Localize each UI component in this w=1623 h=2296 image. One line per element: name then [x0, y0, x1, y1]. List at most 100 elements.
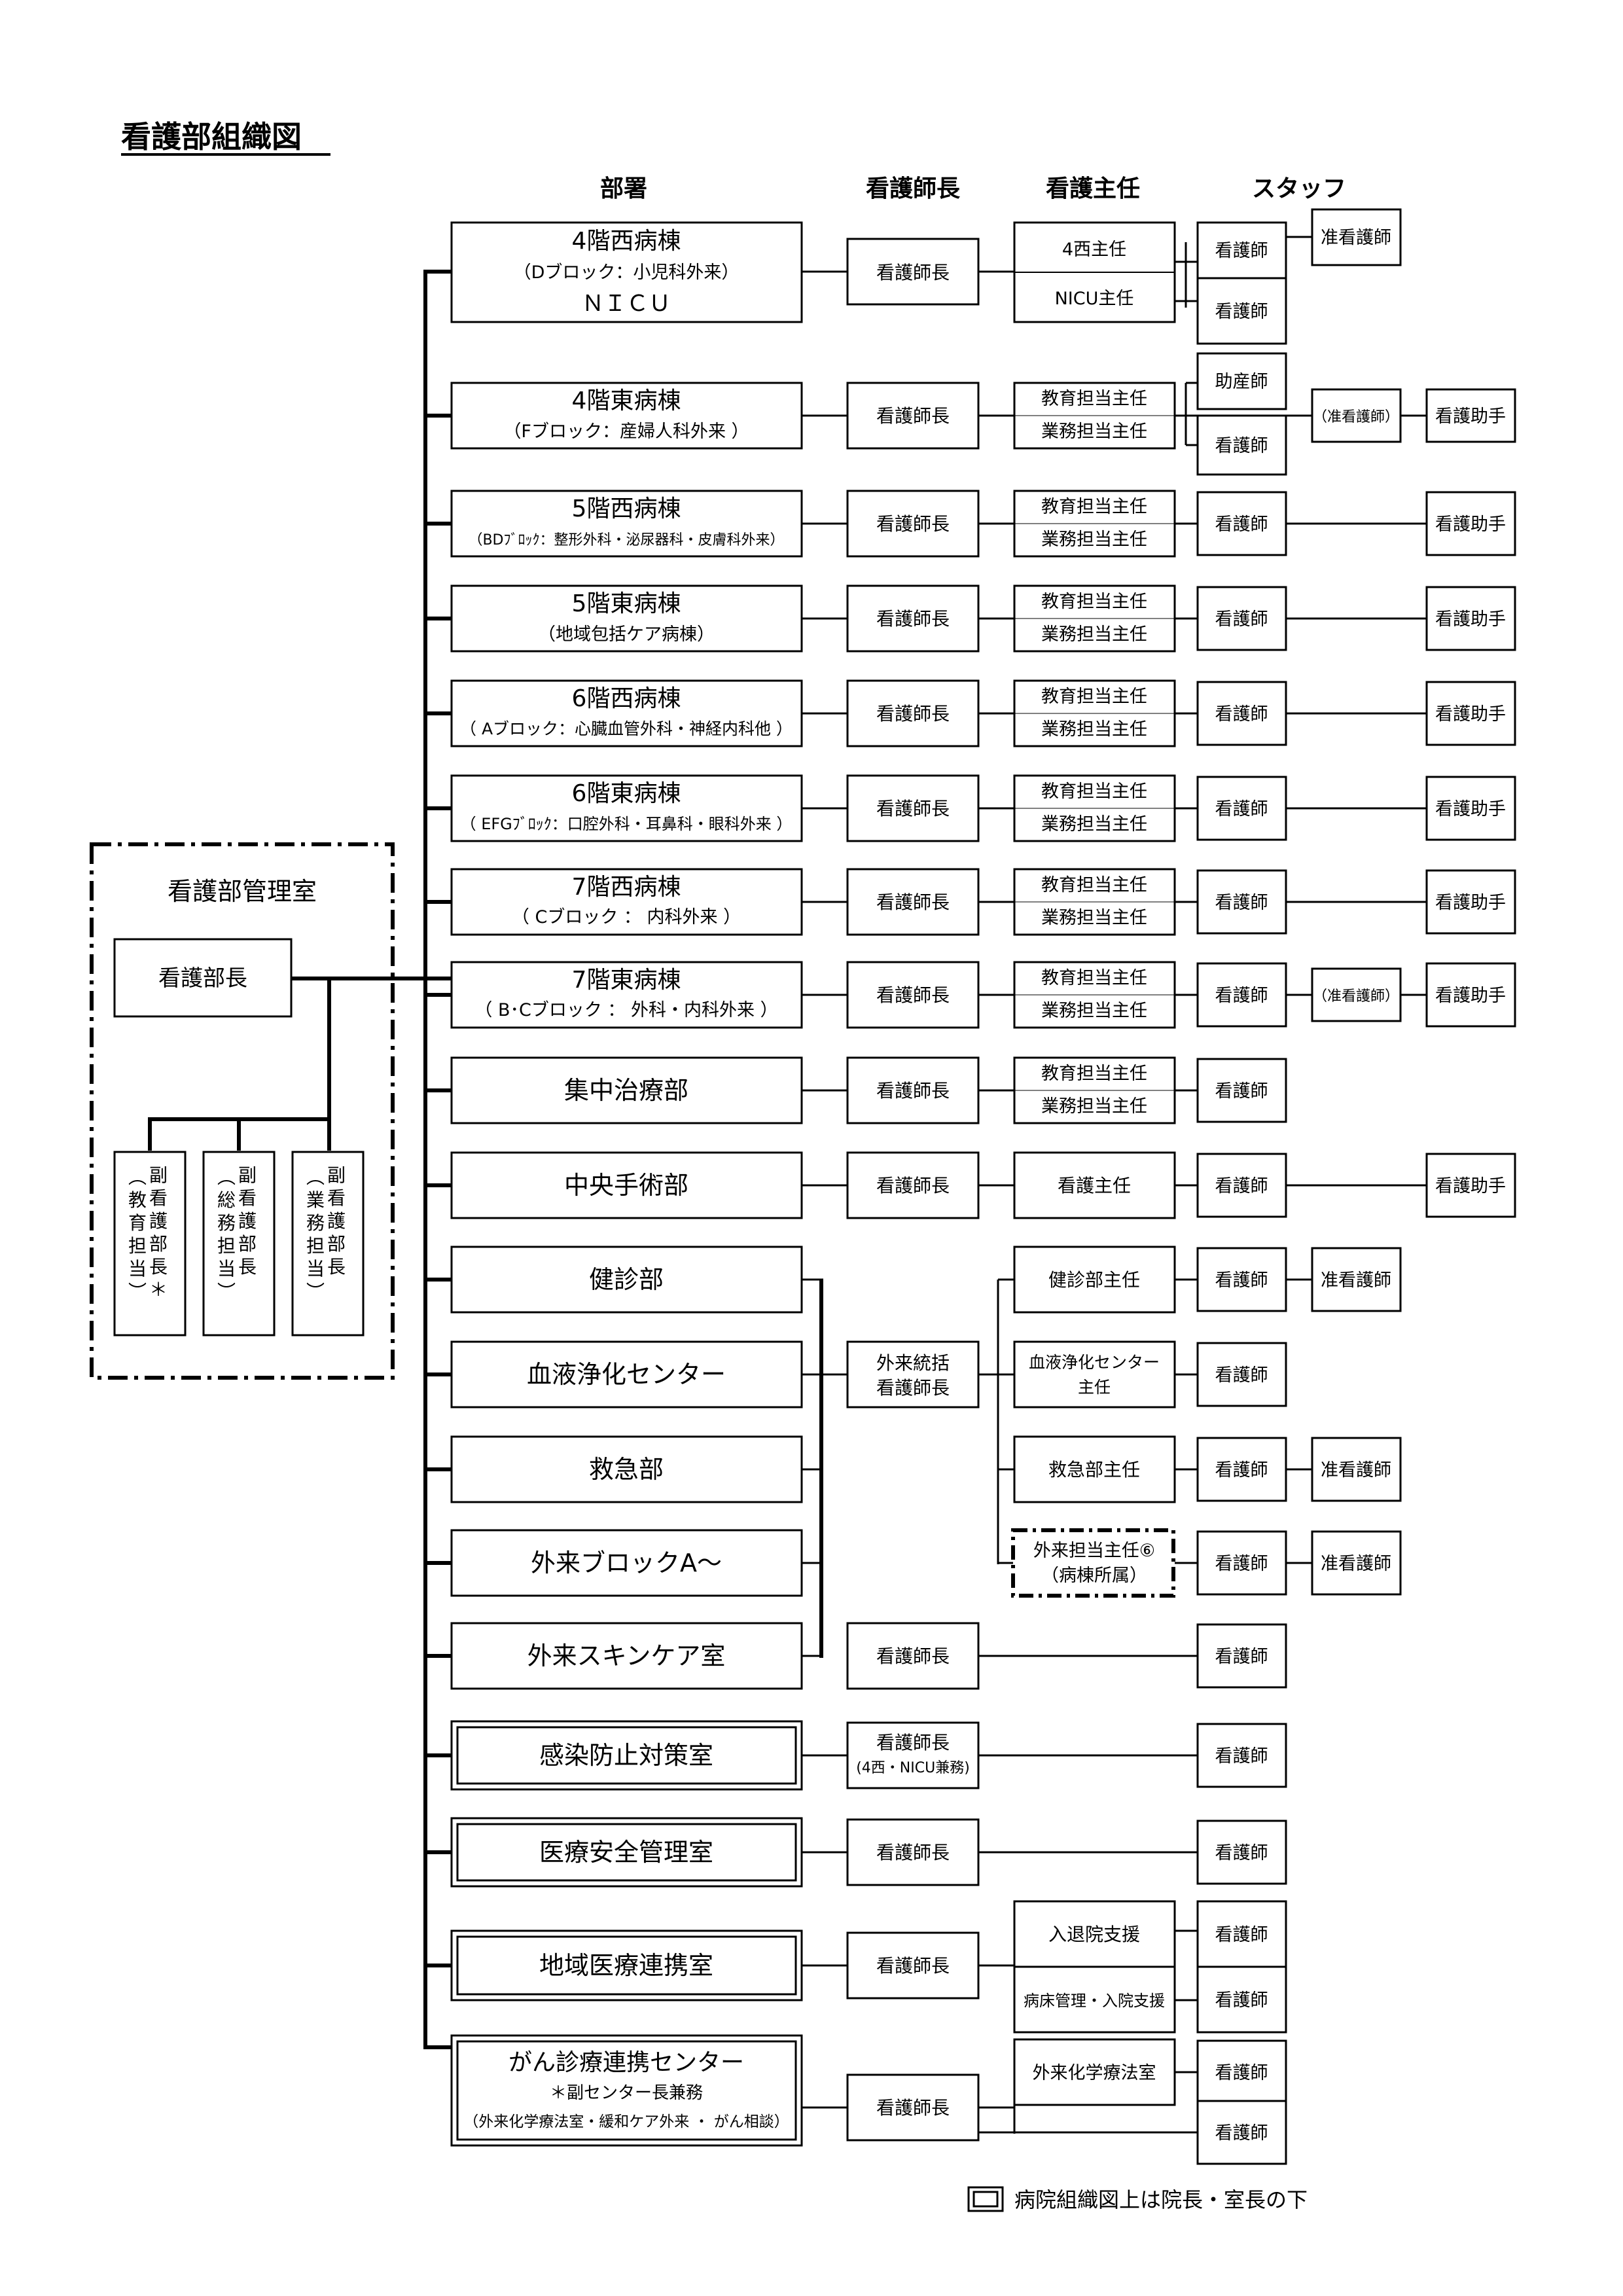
regional-name: 地域医療連携室: [539, 1951, 713, 1980]
outpatient-chief-1: 健診部主任: [1048, 1269, 1140, 1291]
unit-7e-sub: （ B･Cブロック ： 外科・内科外来 ）: [474, 1000, 777, 1020]
outpatient-dept-3: 救急部: [589, 1455, 664, 1484]
svg-text:︵: ︵: [128, 1166, 147, 1188]
infection-name: 感染防止対策室: [539, 1741, 713, 1770]
outpatient-dept-4: 外来ブロックA～: [531, 1549, 722, 1577]
svg-text:育: 育: [128, 1212, 147, 1234]
unit-5w-sub: （BDﾌﾞﾛｯｸ：整形外科・泌尿器科・皮膚科外来）: [468, 532, 784, 548]
unit-4w-chief-2: NICU主任: [1055, 289, 1134, 309]
unit-5w-chief-2: 業務担当主任: [1041, 529, 1147, 550]
svg-text:部: 部: [327, 1233, 346, 1255]
unit-5e-staff-2: 看護助手: [1435, 609, 1506, 630]
svg-text:務: 務: [306, 1212, 325, 1234]
unit-6e-chief-2: 業務担当主任: [1041, 814, 1147, 834]
unit-7w-head: 看護師長: [876, 891, 950, 913]
svg-text:部: 部: [238, 1233, 257, 1255]
cancer-staff-1: 看護師: [1215, 2063, 1268, 2083]
unit-5w-head: 看護師長: [876, 513, 950, 535]
outpatient-dept-1: 健診部: [589, 1265, 664, 1294]
unit-or-name: 中央手術部: [564, 1171, 688, 1200]
outpatient-head-1: 外来統括: [876, 1352, 950, 1374]
unit-skincare: 外来スキンケア室 看護師長 看護師: [450, 1622, 1287, 1690]
unit-icu-chief-2: 業務担当主任: [1041, 1096, 1147, 1117]
svg-text:長: 長: [149, 1256, 168, 1278]
cancer-head: 看護師長: [876, 2097, 950, 2119]
unit-5e: 5階東病棟 （地域包括ケア病棟） 看護師長 教育担当主任 業務担当主任 看護師 …: [450, 584, 1516, 653]
unit-4e-sub: （Fブロック：産婦人科外来 ）: [503, 422, 749, 442]
outpatient-head-2: 看護師長: [876, 1377, 950, 1399]
safety-name: 医療安全管理室: [539, 1838, 713, 1867]
unit-6w-name: 6階西病棟: [572, 685, 681, 712]
svg-text:担: 担: [217, 1235, 236, 1257]
unit-6e-sub: （ EFGﾌﾞﾛｯｸ：口腔外科・耳鼻科・眼科外来 ）: [461, 815, 793, 833]
unit-4w-name: 4階西病棟: [572, 228, 681, 255]
outpatient-staff-2: 准看護師: [1321, 1270, 1391, 1291]
unit-or-chief: 看護主任: [1058, 1175, 1131, 1196]
unit-4w-head: 看護師長: [876, 262, 950, 283]
unit-6w-chief-2: 業務担当主任: [1041, 719, 1147, 740]
outpatient-staff-7: 准看護師: [1321, 1554, 1391, 1574]
svg-text:副: 副: [149, 1164, 168, 1186]
svg-text:当: 当: [217, 1258, 236, 1280]
unit-5e-staff-1: 看護師: [1215, 609, 1268, 630]
infection-head: 看護師長: [876, 1732, 950, 1753]
unit-4e-staff-1: 助産師: [1215, 372, 1268, 392]
unit-6e-staff-2: 看護助手: [1435, 799, 1506, 819]
cancer-name: がん診療連携センター: [508, 2049, 744, 2076]
svg-text:︵: ︵: [217, 1166, 236, 1188]
svg-text:担: 担: [306, 1235, 325, 1257]
unit-4w-staff-3: 准看護師: [1321, 228, 1391, 248]
unit-5e-chief-1: 教育担当主任: [1041, 592, 1147, 612]
unit-safety: 医療安全管理室 看護師長 看護師: [450, 1817, 1287, 1888]
unit-4e-chief-1: 教育担当主任: [1041, 389, 1147, 409]
unit-7e-chief-2: 業務担当主任: [1041, 1001, 1147, 1021]
unit-7w-staff-1: 看護師: [1215, 893, 1268, 913]
unit-7w-chief-2: 業務担当主任: [1041, 908, 1147, 928]
svg-text:護: 護: [327, 1210, 346, 1232]
admin-office: 看護部管理室 看護部長 副 看 護 部 長 ＊ ︵ 教 育 担 当 ︶ 副 看 …: [90, 842, 395, 1380]
director-label: 看護部長: [158, 965, 247, 992]
unit-7e-name: 7階東病棟: [572, 967, 681, 994]
unit-4w-nicu: ＮＩＣＵ: [582, 291, 671, 317]
svg-text:︶: ︶: [128, 1281, 147, 1302]
unit-6w-head: 看護師長: [876, 703, 950, 725]
unit-regional: 地域医療連携室 看護師長 入退院支援 病床管理・入院支援 看護師 看護師: [450, 1900, 1287, 2034]
infection-staff: 看護師: [1215, 1746, 1268, 1767]
unit-6w: 6階西病棟 （ Aブロック：心臓血管外科・神経内科他 ） 看護師長 教育担当主任…: [450, 679, 1516, 747]
svg-text:担: 担: [128, 1235, 147, 1257]
safety-staff: 看護師: [1215, 1843, 1268, 1863]
header-dept: 部署: [600, 175, 647, 202]
page-title: 看護部組織図: [121, 119, 302, 154]
legend: 病院組織図上は院長・室長の下: [967, 2186, 1308, 2212]
unit-5e-name: 5階東病棟: [572, 590, 681, 617]
unit-7e-chief-1: 教育担当主任: [1041, 968, 1147, 988]
unit-4e: 4階東病棟 （Fブロック：産婦人科外来 ） 看護師長 教育担当主任 業務担当主任…: [450, 352, 1516, 476]
svg-text:部: 部: [149, 1233, 168, 1255]
svg-text:︶: ︶: [306, 1281, 325, 1302]
svg-text:看: 看: [327, 1187, 346, 1209]
unit-6e-head: 看護師長: [876, 798, 950, 819]
unit-4e-name: 4階東病棟: [572, 387, 681, 414]
unit-icu-head: 看護師長: [876, 1080, 950, 1102]
regional-staff-2: 看護師: [1215, 1990, 1268, 2011]
svg-text:副: 副: [327, 1164, 346, 1186]
svg-text:︵: ︵: [306, 1166, 325, 1188]
unit-7e-staff-2: （准看護師）: [1313, 988, 1399, 1005]
header-staff: スタッフ: [1252, 175, 1346, 202]
safety-head: 看護師長: [876, 1842, 950, 1863]
outpatient-staff-1: 看護師: [1215, 1270, 1268, 1291]
infection-head-note: (4西・NICU兼務): [856, 1760, 970, 1776]
outpatient-staff-6: 看護師: [1215, 1554, 1268, 1574]
outpatient-staff-3: 看護師: [1215, 1365, 1268, 1386]
unit-4w: 4階西病棟 （Dブロック：小児科外来） ＮＩＣＵ 看護師長 4西主任 NICU主…: [450, 208, 1402, 345]
outpatient-chief-4b: （病棟所属）: [1041, 1566, 1147, 1586]
unit-6e-chief-1: 教育担当主任: [1041, 781, 1147, 802]
skincare-staff: 看護師: [1215, 1647, 1268, 1667]
unit-5w-staff-2: 看護助手: [1435, 514, 1506, 535]
unit-6e: 6階東病棟 （ EFGﾌﾞﾛｯｸ：口腔外科・耳鼻科・眼科外来 ） 看護師長 教育…: [450, 774, 1516, 842]
unit-4w-chief-1: 4西主任: [1062, 240, 1126, 260]
director-box: [113, 938, 293, 1018]
outpatient-chief-3: 救急部主任: [1048, 1459, 1140, 1480]
svg-text:︶: ︶: [217, 1281, 236, 1302]
